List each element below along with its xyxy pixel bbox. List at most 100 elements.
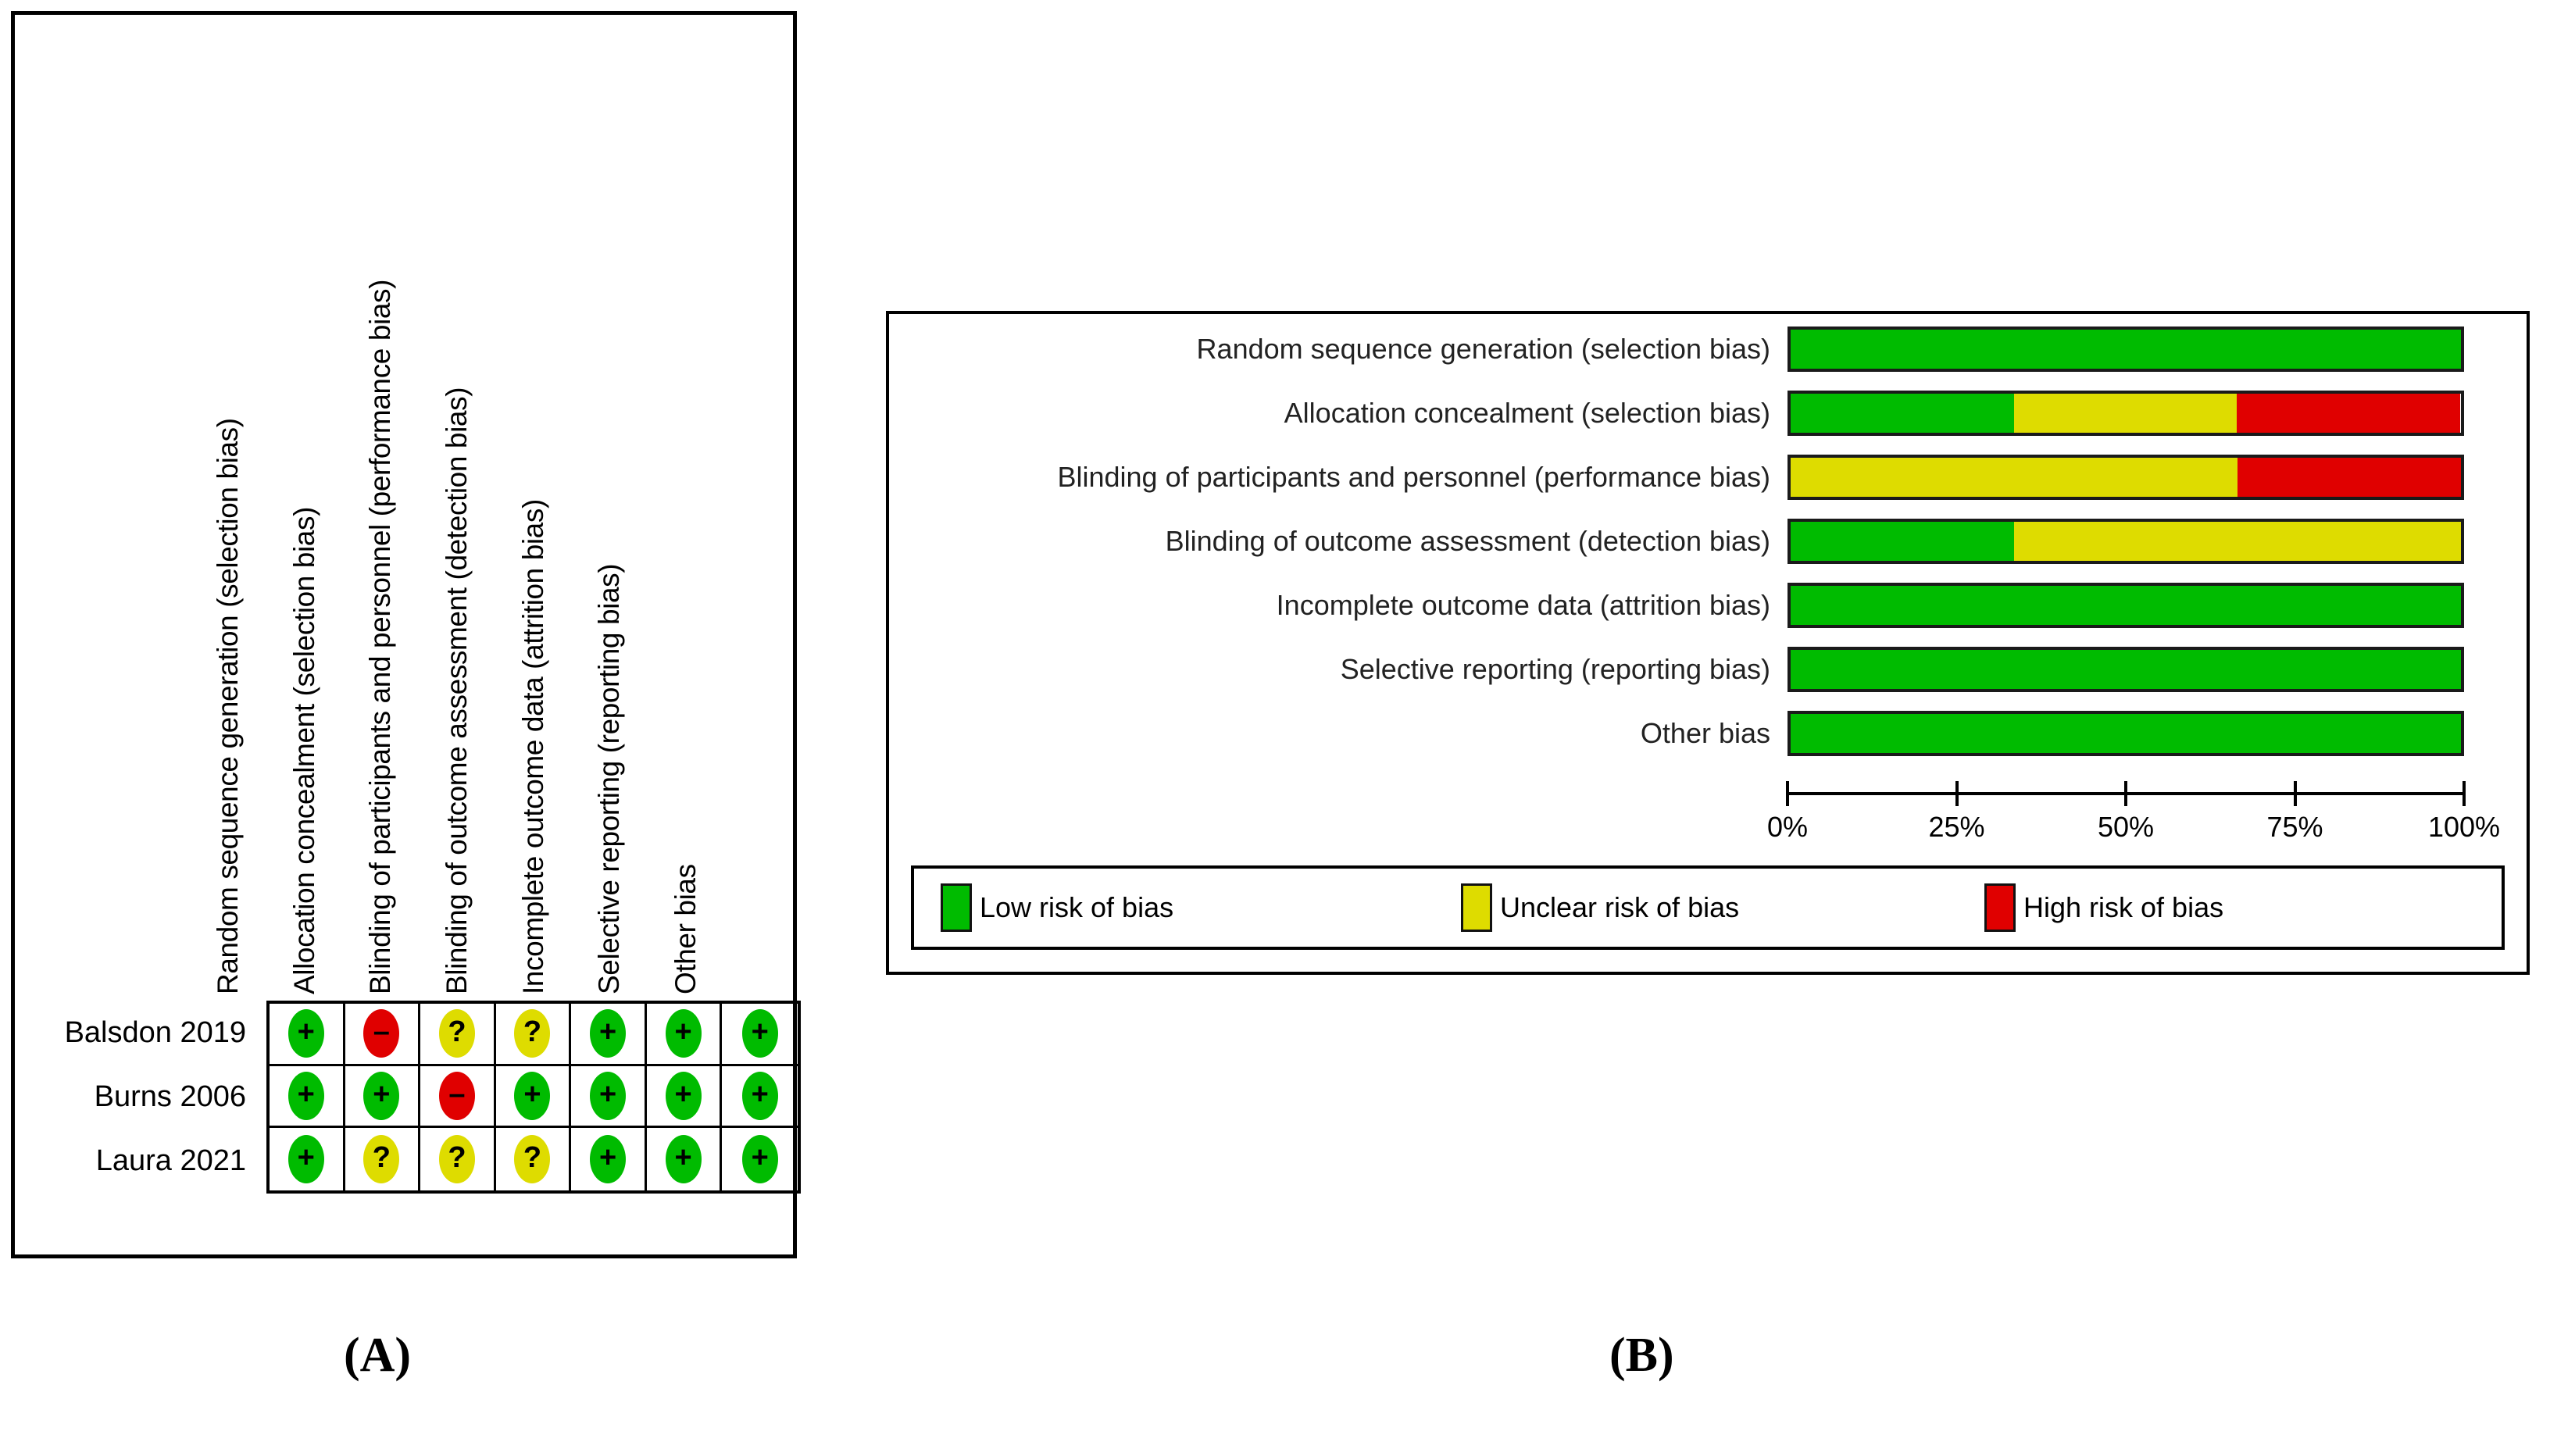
panel-b-domain-label: Allocation concealment (selection bias) — [1284, 397, 1770, 429]
panel-a-column-header-1: Allocation concealment (selection bias) — [288, 506, 320, 994]
judgement-unclear-icon: ? — [438, 1009, 475, 1058]
bar-segment-low — [1791, 522, 2014, 561]
panel-b-domain-label: Random sequence generation (selection bi… — [1196, 333, 1770, 365]
legend-swatch-low-icon — [941, 883, 972, 932]
panel-b-bar-row: Random sequence generation (selection bi… — [889, 325, 2527, 373]
panel-a-judgement-cell: ? — [345, 1128, 421, 1190]
panel-a-judgement-cell: + — [646, 1065, 723, 1129]
panel-a-caption: (A) — [344, 1329, 412, 1382]
judgement-low-icon: + — [590, 1135, 627, 1184]
panel-b-risk-of-bias-graph: Random sequence generation (selection bi… — [886, 311, 2530, 975]
panel-b-domain-label: Blinding of outcome assessment (detectio… — [1165, 525, 1770, 557]
panel-a-judgement-cell: + — [345, 1065, 421, 1129]
panel-a-risk-of-bias-matrix: Random sequence generation (selection bi… — [11, 11, 801, 1258]
axis-tick — [2124, 781, 2127, 806]
legend-label: Low risk of bias — [980, 891, 1174, 923]
panel-a-judgement-cell: + — [722, 1004, 798, 1066]
panel-a-column-header-2: Blinding of participants and personnel (… — [364, 279, 397, 994]
bar-segment-high — [2238, 458, 2461, 497]
panel-b-domain-label: Selective reporting (reporting bias) — [1340, 653, 1770, 685]
bar-segment-low — [1791, 394, 2014, 433]
panel-a-judgement-cell: + — [571, 1128, 647, 1190]
panel-a-judgement-cell: + — [571, 1065, 647, 1129]
panel-a-study-label: Laura 2021 — [95, 1144, 246, 1178]
legend-swatch-unclear-icon — [1461, 883, 1492, 932]
legend-label: High risk of bias — [2023, 891, 2224, 923]
panel-a-study-label: Balsdon 2019 — [64, 1015, 246, 1049]
panel-a-column-header-5: Selective reporting (reporting bias) — [593, 563, 626, 994]
judgement-unclear-icon: ? — [514, 1135, 551, 1184]
panel-a-column-headers: Random sequence generation (selection bi… — [212, 15, 801, 1001]
axis-tick-label: 0% — [1766, 811, 1809, 843]
legend-item-unclear: Unclear risk of bias — [1461, 883, 1739, 932]
panel-b-legend: Low risk of bias Unclear risk of bias High… — [911, 865, 2505, 950]
panel-b-percent-axis: 0% 25% 50% 75% 100% — [1767, 778, 2500, 853]
panel-b-stacked-bar — [1788, 711, 2464, 756]
panel-b-bar-row: Blinding of participants and personnel (… — [889, 453, 2527, 501]
judgement-low-icon: + — [288, 1071, 324, 1120]
judgement-low-icon: + — [363, 1071, 400, 1120]
judgement-high-icon: – — [363, 1009, 400, 1058]
panel-a-column-header-6: Other bias — [670, 864, 702, 994]
panel-b-stacked-bar — [1788, 647, 2464, 692]
axis-tick-label: 25% — [1928, 811, 1985, 843]
bar-segment-low — [1791, 586, 2461, 625]
judgement-unclear-icon: ? — [438, 1135, 475, 1184]
legend-item-low: Low risk of bias — [941, 883, 1173, 932]
judgement-low-icon: + — [741, 1071, 778, 1120]
judgement-low-icon: + — [741, 1009, 778, 1058]
bar-segment-high — [2237, 394, 2461, 433]
panel-a-column-header-0: Random sequence generation (selection bi… — [211, 418, 244, 994]
panel-b-bar-row: Blinding of outcome assessment (detectio… — [889, 517, 2527, 566]
bar-segment-low — [1791, 330, 2461, 369]
judgement-unclear-icon: ? — [363, 1135, 400, 1184]
panel-b-domain-label: Incomplete outcome data (attrition bias) — [1276, 589, 1770, 621]
judgement-low-icon: + — [590, 1071, 627, 1120]
panel-a-judgement-cell: + — [722, 1128, 798, 1190]
judgement-low-icon: + — [514, 1071, 551, 1120]
bar-segment-unclear — [1791, 458, 2238, 497]
judgement-low-icon: + — [665, 1135, 702, 1184]
axis-tick — [1786, 781, 1789, 806]
panel-b-bar-row: Other bias — [889, 709, 2527, 758]
panel-a-judgement-cell: + — [647, 1128, 723, 1190]
panel-a-judgement-cell: + — [270, 1004, 345, 1066]
legend-item-high: High risk of bias — [1984, 883, 2223, 932]
axis-tick — [2293, 781, 2297, 806]
panel-b-stacked-bar — [1788, 391, 2464, 436]
panel-b-bar-row: Allocation concealment (selection bias) — [889, 389, 2527, 437]
axis-tick — [2462, 781, 2466, 806]
panel-b-bar-rows: Random sequence generation (selection bi… — [889, 325, 2527, 773]
panel-b-stacked-bar — [1788, 583, 2464, 628]
judgement-high-icon: – — [438, 1071, 475, 1120]
axis-tick-label: 100% — [2427, 811, 2501, 843]
panel-b-bar-row: Selective reporting (reporting bias) — [889, 645, 2527, 694]
bar-segment-low — [1791, 714, 2461, 753]
bar-segment-unclear — [2013, 522, 2461, 561]
panel-a-judgement-cell: + — [270, 1065, 345, 1129]
bar-segment-low — [1791, 650, 2461, 689]
axis-tick — [1955, 781, 1959, 806]
panel-a-judgement-cell: + — [270, 1128, 345, 1190]
judgement-low-icon: + — [590, 1009, 627, 1058]
panel-a-judgement-grid: +–??+++++–+++++???+++ — [266, 1001, 801, 1194]
panel-a-judgement-cell: ? — [496, 1128, 572, 1190]
axis-tick-label: 50% — [2097, 811, 2155, 843]
panel-b-stacked-bar — [1788, 327, 2464, 372]
panel-b-stacked-bar — [1788, 519, 2464, 564]
panel-a-study-label: Burns 2006 — [94, 1080, 246, 1113]
panel-a-judgement-cell: – — [345, 1004, 421, 1066]
panel-a-column-header-3: Blinding of outcome assessment (detectio… — [441, 387, 473, 994]
panel-a-judgement-cell: + — [646, 1004, 723, 1066]
panel-b-domain-label: Other bias — [1640, 717, 1770, 749]
panel-a-judgement-cell: ? — [420, 1128, 496, 1190]
panel-a-column-header-4: Incomplete outcome data (attrition bias) — [516, 499, 549, 994]
panel-b-stacked-bar — [1788, 455, 2464, 500]
panel-b-caption: (B) — [1609, 1329, 1674, 1382]
panel-a-judgement-cell: + — [495, 1065, 572, 1129]
judgement-unclear-icon: ? — [514, 1009, 551, 1058]
panel-b-bar-row: Incomplete outcome data (attrition bias) — [889, 581, 2527, 630]
axis-tick-label: 75% — [2266, 811, 2323, 843]
panel-a-judgement-cell: + — [571, 1004, 647, 1066]
bar-segment-unclear — [2013, 394, 2238, 433]
